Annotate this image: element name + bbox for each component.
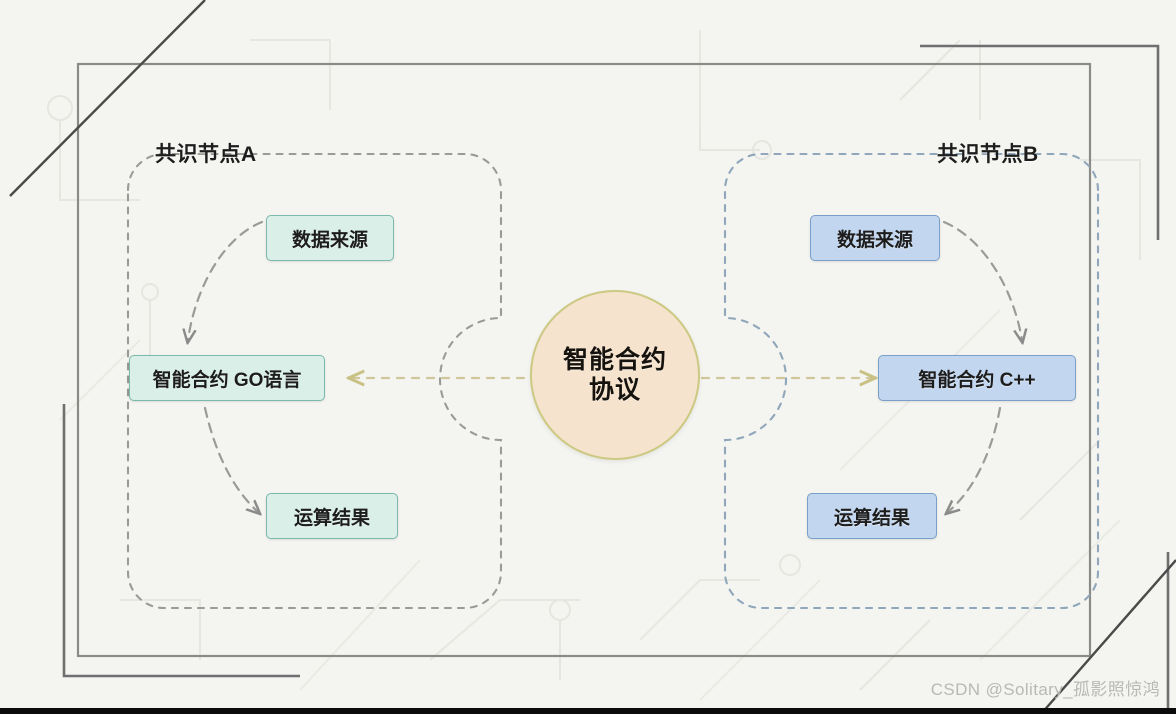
watermark-text: CSDN @Solitary_孤影照惊鸿	[930, 680, 1160, 699]
arrow-a-source-to-contract	[188, 220, 264, 340]
node-a-boundary	[126, 152, 503, 610]
center-title-line-2: 协议	[588, 376, 641, 404]
node-a-data-source-box[interactable]: 数据来源	[266, 215, 394, 261]
node-a-result-box[interactable]: 运算结果	[266, 493, 398, 539]
node-a-smart-contract-box[interactable]: 智能合约 GO语言	[129, 355, 325, 401]
arrow-b-contract-to-result	[948, 406, 1002, 512]
smart-contract-protocol-circle[interactable]: 智能合约 协议	[530, 290, 700, 460]
node-b-data-source-box[interactable]: 数据来源	[810, 215, 940, 261]
arrow-a-contract-to-result	[203, 406, 258, 512]
node-b-smart-contract-box[interactable]: 智能合约 C++	[878, 355, 1076, 401]
node-b-label: 共识节点B	[937, 143, 1039, 166]
node-b-boundary	[723, 152, 1100, 610]
node-a-label: 共识节点A	[155, 143, 257, 166]
bottom-border-strip	[0, 708, 1176, 714]
node-b-result-box[interactable]: 运算结果	[807, 493, 937, 539]
center-title-line-1: 智能合约	[562, 345, 667, 374]
arrow-b-source-to-contract	[942, 220, 1022, 340]
